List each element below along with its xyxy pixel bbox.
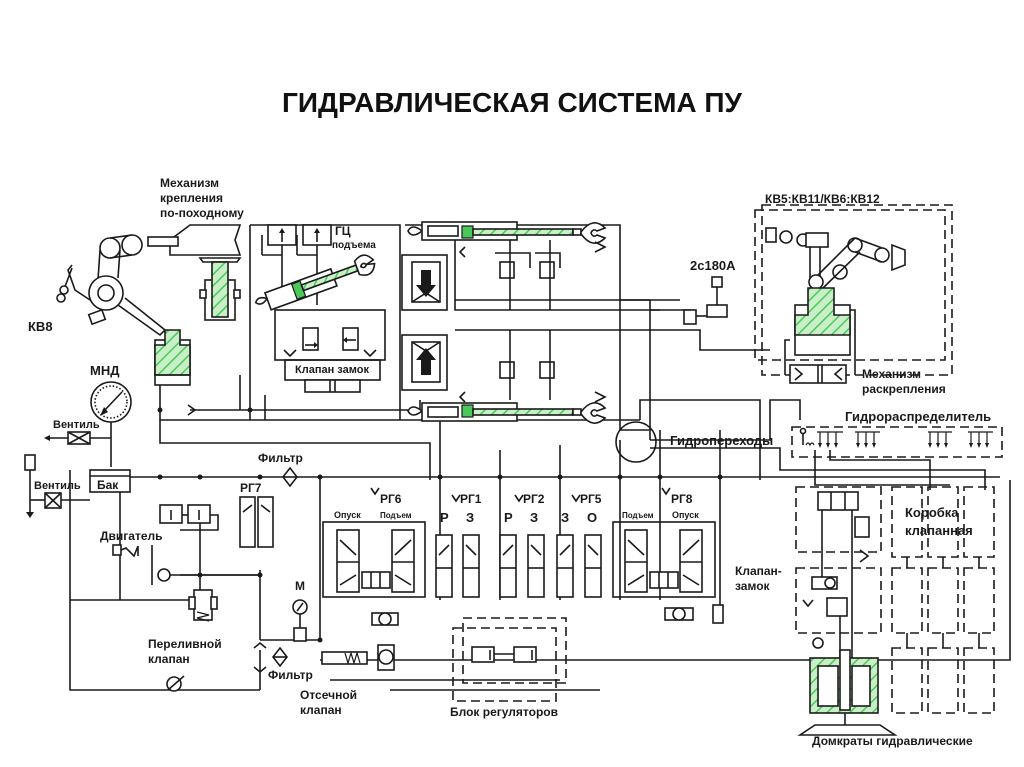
- overflow-label-2: клапан: [148, 652, 190, 666]
- gc-sub-label: подъема: [332, 240, 376, 251]
- manometer: М: [292, 579, 308, 642]
- reg-block-label: Блок регуляторов: [450, 705, 558, 719]
- rg8-label: РГ8: [671, 492, 693, 506]
- support-cylinder-top: [401, 221, 660, 311]
- kv8-label: КВ8: [28, 319, 53, 334]
- hydro-transitions-marker: [615, 421, 657, 463]
- rg1-left-label: Р: [440, 510, 449, 525]
- support-cylinder-bottom: [401, 330, 607, 424]
- ventil-left-label: Вентиль: [34, 480, 81, 492]
- ventil-left: Вентиль: [24, 454, 90, 518]
- valve-box-label-1: Коробка: [905, 505, 959, 520]
- valve-lock-label: Клапан замок: [295, 364, 369, 376]
- rg2-label: РГ2: [523, 492, 545, 506]
- rg6-distributor: РГ6 Опуск Подъем: [322, 487, 426, 598]
- distributor-label: Гидрораспределитель: [845, 409, 991, 424]
- rg6-left-label: Опуск: [334, 510, 361, 520]
- hydro-distributor: Гидрораспределитель: [791, 409, 1003, 458]
- rg5-distributor: РГ5 З О: [556, 492, 602, 598]
- rg6-label: РГ6: [380, 492, 402, 506]
- rg1-label: РГ1: [460, 492, 482, 506]
- mech-travel-label-1: Механизм: [160, 176, 219, 190]
- rg8-left-label: Подъем: [622, 511, 654, 520]
- valve-box-label-2: клапанная: [905, 523, 973, 538]
- ventil-top: Вентиль: [44, 419, 111, 445]
- rg8-right-label: Опуск: [672, 510, 699, 520]
- rg2-right-label: З: [530, 510, 538, 525]
- rg2-distributor: РГ2 Р З: [499, 492, 545, 598]
- tank-label: Бак: [97, 478, 119, 492]
- ventil-top-label: Вентиль: [53, 419, 100, 431]
- lift-cylinder-gc: ГЦ подъема Клапан замок: [254, 224, 386, 393]
- mech-travel-label-3: по-походному: [160, 206, 244, 220]
- filter-top-label: Фильтр: [258, 451, 303, 465]
- sensor-2c180a: 2с180А: [683, 258, 736, 325]
- hydraulic-jacks: Домкраты гидравлические: [797, 637, 973, 748]
- rg5-left-label: З: [561, 510, 569, 525]
- page-title: ГИДРАВЛИЧЕСКАЯ СИСТЕМА ПУ: [282, 87, 743, 118]
- release-mechanism: КВ5:КВ11/КВ6:КВ12 Механизм раскрепления: [754, 192, 953, 396]
- pressure-gauge-mnd: МНД: [90, 363, 132, 467]
- overflow-label-1: Переливной: [148, 637, 222, 651]
- mechanism-travel-lock: Механизм крепления по-походному: [56, 176, 244, 416]
- regulator-block: Блок регуляторов: [450, 617, 567, 719]
- cutoff-valve: Отсечной клапан: [300, 612, 399, 717]
- rg5-label: РГ5: [580, 492, 602, 506]
- kv-group-label: КВ5:КВ11/КВ6:КВ12: [765, 192, 880, 206]
- rg2-left-label: Р: [504, 510, 513, 525]
- junction-dots: [157, 407, 723, 643]
- mech-release-label-1: Механизм: [862, 367, 921, 381]
- sensor-label: 2с180А: [690, 258, 736, 273]
- engine-label: Двигатель: [100, 529, 163, 543]
- filter-bottom: Фильтр: [253, 641, 313, 682]
- manometer-label: М: [295, 579, 305, 593]
- hydro-transitions-label: Гидропереходы: [670, 433, 773, 448]
- tank: Бак: [89, 469, 131, 493]
- rg7-distributor: РГ7: [239, 481, 274, 548]
- cutoff-label-2: клапан: [300, 703, 342, 717]
- rg6-right-label: Подъем: [380, 511, 412, 520]
- filter-top: Фильтр: [258, 451, 303, 488]
- mech-travel-label-2: крепления: [160, 191, 223, 205]
- rg1-right-label: З: [466, 510, 474, 525]
- rg7-label: РГ7: [240, 481, 262, 495]
- valve-box-grid: Коробка клапанная Клапан- замок: [735, 486, 995, 714]
- pressure-valves-pair: [159, 504, 219, 531]
- rg5-right-label: О: [587, 510, 597, 525]
- rg8-distributor: РГ8 Подъем Опуск: [612, 487, 724, 624]
- mech-release-label-2: раскрепления: [862, 382, 946, 396]
- pipe-network: [69, 224, 1011, 691]
- valve-lock-right-label-1: Клапан-: [735, 564, 782, 578]
- cutoff-label-1: Отсечной: [300, 688, 357, 702]
- mnd-label: МНД: [90, 363, 120, 378]
- valve-lock-right-label-2: замок: [735, 579, 771, 593]
- gc-label: ГЦ: [335, 224, 351, 238]
- filter-bottom-label: Фильтр: [268, 668, 313, 682]
- rg1-distributor: РГ1 Р З: [435, 492, 482, 598]
- overflow-valve: Переливной клапан: [148, 589, 222, 692]
- distributor-arrows: [817, 431, 993, 448]
- engine: Двигатель: [100, 529, 260, 585]
- jacks-label: Домкраты гидравлические: [812, 734, 973, 748]
